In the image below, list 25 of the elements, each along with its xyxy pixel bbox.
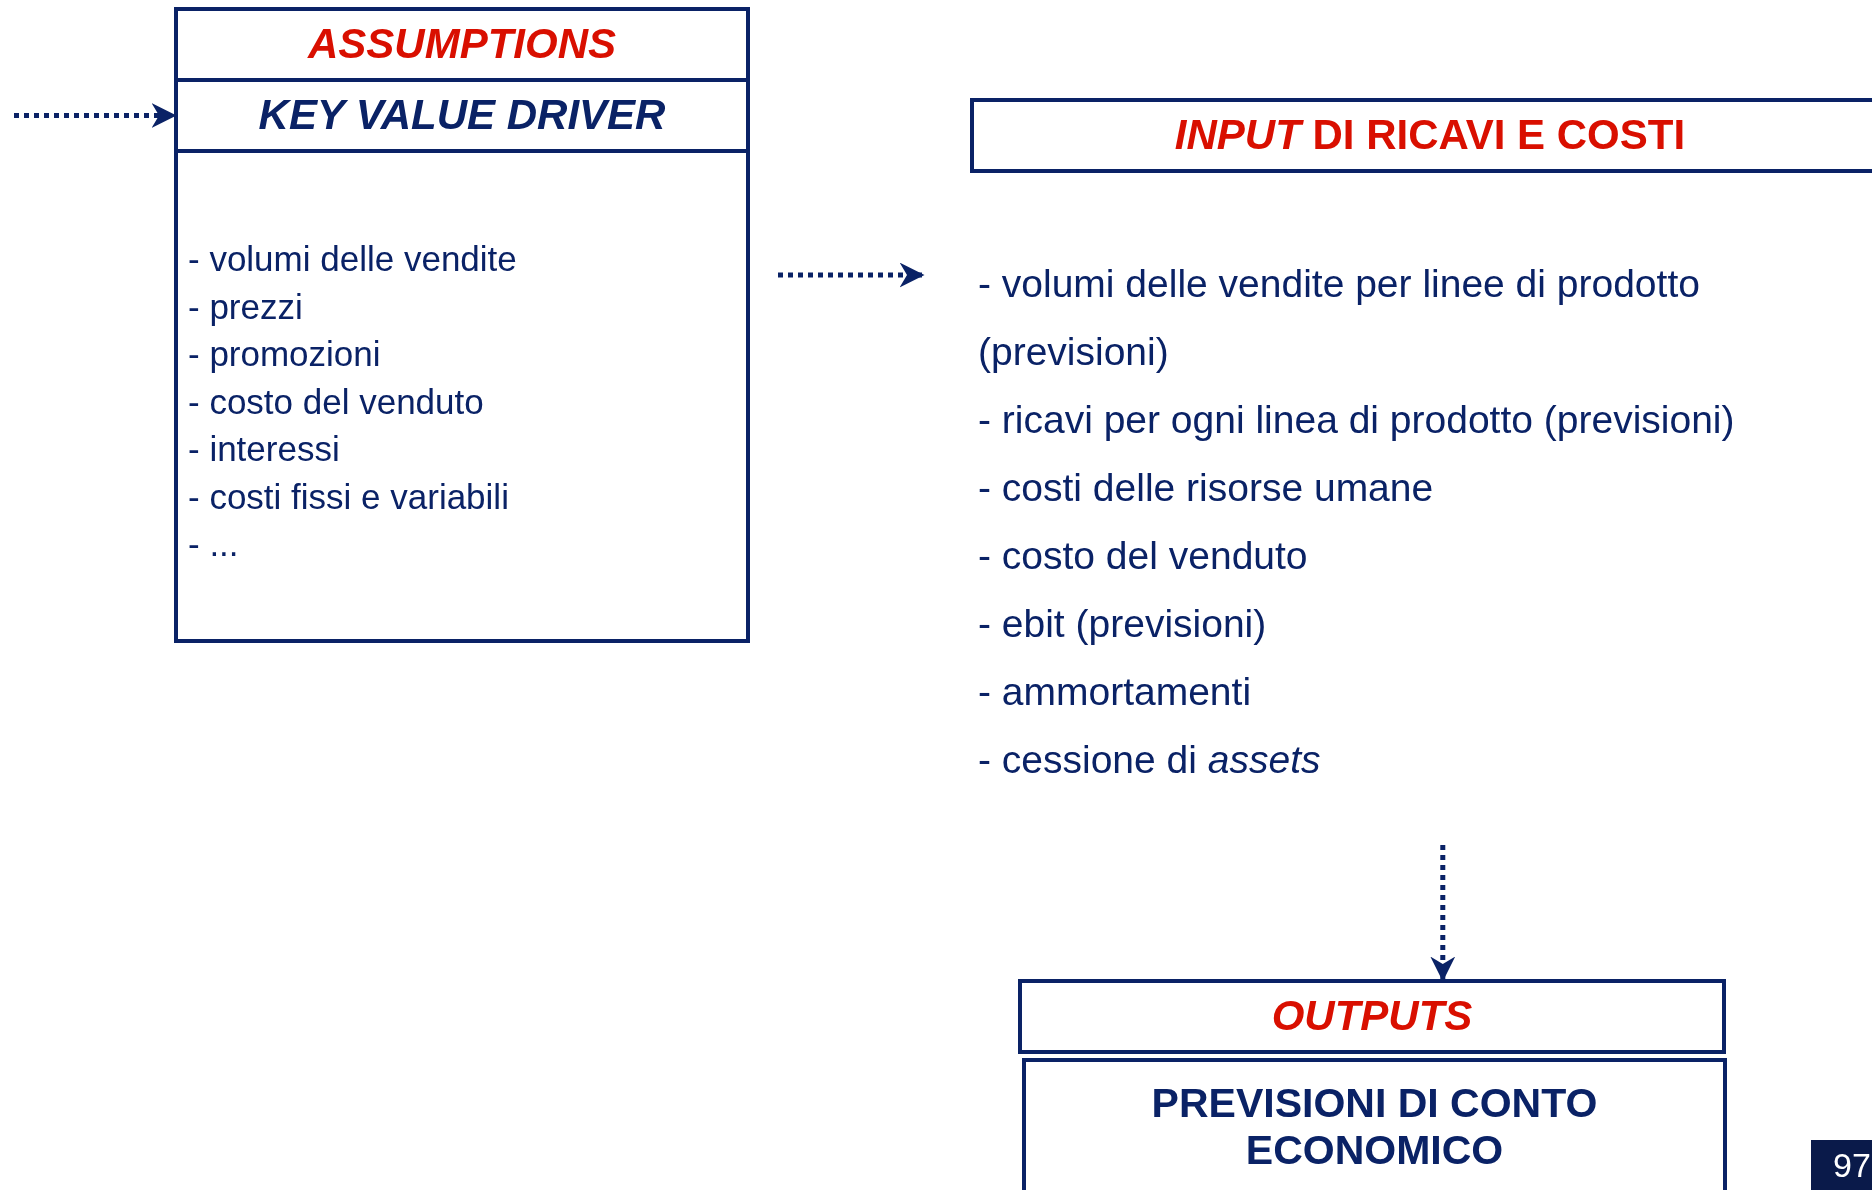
heading-text: ASSUMPTIONS bbox=[308, 20, 616, 69]
list-item: - cessione di assets bbox=[978, 737, 1322, 783]
dotted-arrow bbox=[778, 262, 925, 288]
section-heading-box bbox=[970, 98, 1872, 173]
list-item: - costi delle risorse umane bbox=[978, 465, 1435, 511]
heading-text: KEY VALUE DRIVER bbox=[258, 91, 666, 140]
list-item: - costo del venduto bbox=[188, 380, 485, 423]
list-item: - ricavi per ogni linea di prodotto (previsioni) bbox=[978, 397, 1736, 443]
list-item: - costo del venduto bbox=[978, 533, 1309, 579]
list-item: - ammortamenti bbox=[978, 669, 1253, 715]
list-item: - ... bbox=[188, 523, 240, 565]
list-item: - volumi delle vendite per linee di prodotto (previsioni) bbox=[978, 261, 1701, 375]
list-item: - ebit (previsioni) bbox=[978, 601, 1268, 647]
list-item: - interessi bbox=[188, 428, 341, 470]
heading-text: OUTPUTS bbox=[1271, 992, 1473, 1041]
page-number: 97 bbox=[1811, 1140, 1872, 1190]
list-item: - promozioni bbox=[188, 333, 382, 375]
list-item: - volumi delle vendite bbox=[188, 238, 518, 280]
section-heading-box bbox=[1018, 979, 1726, 1054]
heading-text: INPUT DI RICAVI E COSTI bbox=[1174, 111, 1686, 160]
list-item: - costi fissi e variabili bbox=[188, 475, 510, 518]
heading-text: PREVISIONI DI CONTO ECONOMICO bbox=[1150, 1080, 1599, 1175]
dotted-arrow bbox=[1430, 845, 1456, 982]
result-box bbox=[1022, 1058, 1727, 1190]
list-item: - prezzi bbox=[188, 285, 304, 328]
